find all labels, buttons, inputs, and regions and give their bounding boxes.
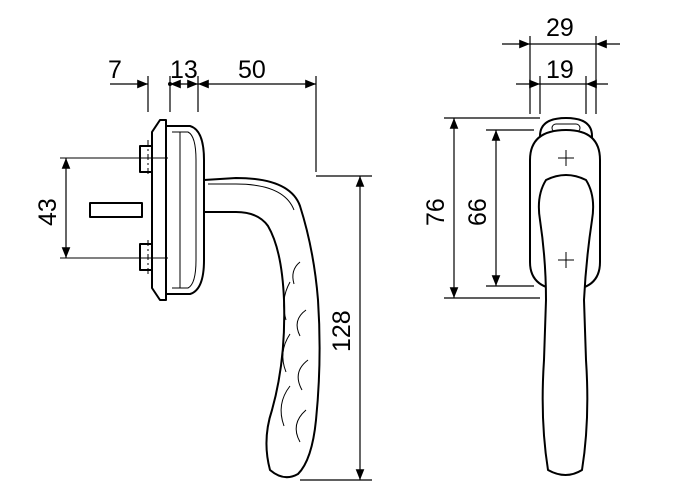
dimension-hole-spacing: 43 [34, 158, 71, 258]
dimension-front-widths: 29 19 [502, 14, 620, 114]
screw-boss-bottom [139, 243, 153, 271]
front-view [529, 117, 601, 476]
dimension-top: 7 13 50 [108, 56, 317, 172]
dim-handle-projection: 50 [238, 56, 266, 84]
screw-boss-top [139, 145, 153, 173]
dim-inner-width: 19 [546, 56, 574, 84]
base-plate [151, 119, 167, 301]
dimension-front-heights: 76 66 [422, 117, 540, 299]
screw-cross-top [558, 150, 574, 166]
dim-outer-height: 76 [422, 198, 450, 226]
screw-cross-bottom [558, 252, 574, 268]
handle-lever [203, 177, 321, 479]
dim-rose-depth: 13 [170, 56, 198, 84]
dim-rose-plate: 7 [108, 56, 122, 84]
lever-front [537, 174, 595, 476]
dim-outer-width: 29 [546, 14, 574, 42]
spindle [89, 202, 143, 218]
grip-ribs [280, 261, 309, 443]
dim-hole-spacing: 43 [34, 198, 62, 226]
rose [165, 125, 205, 295]
dimension-handle-length: 128 [300, 175, 372, 481]
dim-handle-length: 128 [328, 310, 356, 352]
side-view [60, 119, 321, 479]
dim-inner-height: 66 [464, 198, 492, 226]
